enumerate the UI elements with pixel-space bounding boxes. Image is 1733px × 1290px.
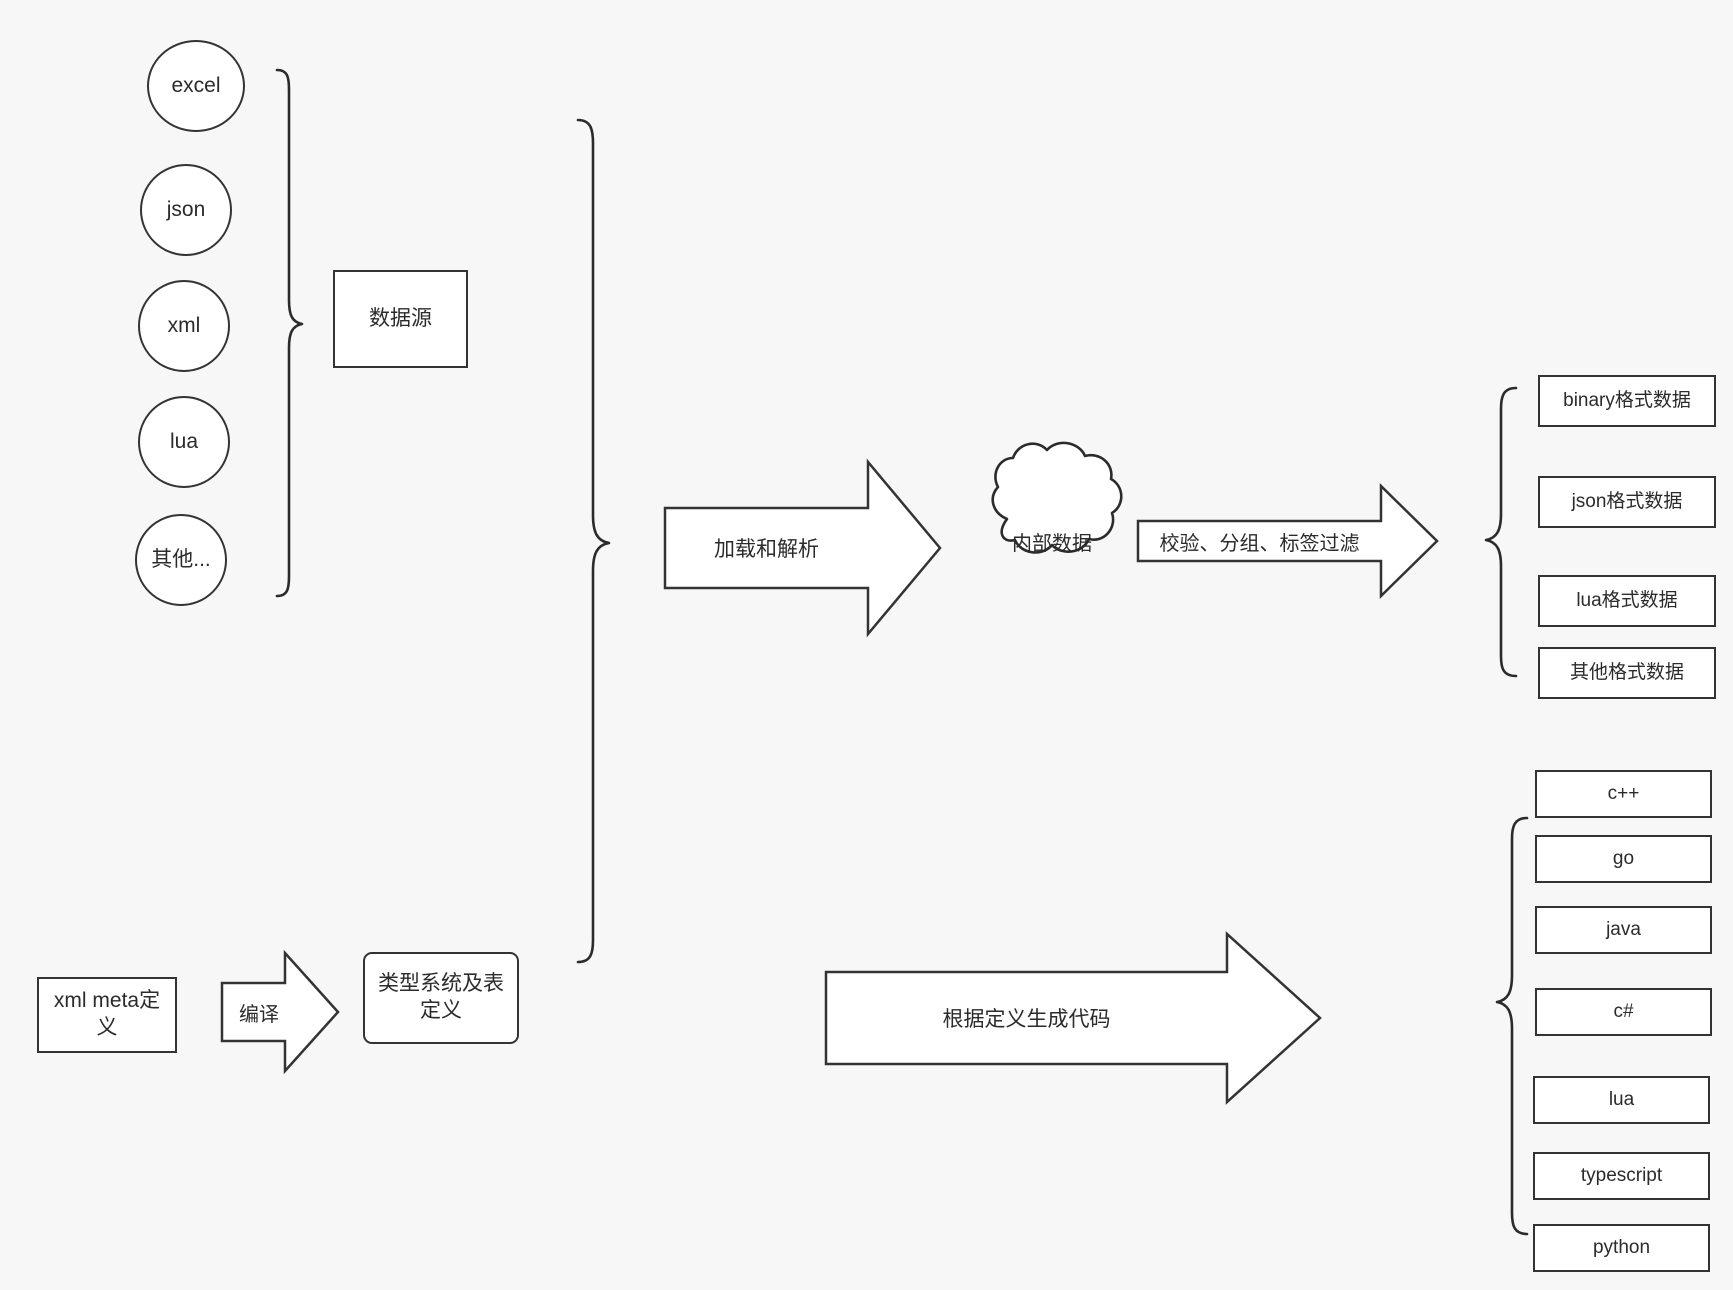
- source-node-lua[interactable]: lua: [138, 396, 230, 488]
- left-sources-brace: [275, 68, 304, 598]
- output-format-binary[interactable]: binary格式数据: [1538, 375, 1716, 427]
- data-source-box[interactable]: 数据源: [333, 270, 468, 368]
- type-system-label: 类型系统及表定义: [378, 972, 504, 1022]
- output-format-label: lua格式数据: [1576, 589, 1678, 611]
- type-system-box[interactable]: 类型系统及表定义: [363, 952, 519, 1044]
- language-brace: [1495, 816, 1529, 1236]
- output-language-label: c++: [1607, 782, 1640, 804]
- output-format-label: 其他格式数据: [1569, 661, 1684, 683]
- output-format-json[interactable]: json格式数据: [1538, 476, 1716, 528]
- output-language-label: go: [1612, 847, 1635, 869]
- output-language-label: java: [1606, 918, 1641, 940]
- output-language-lua[interactable]: lua: [1533, 1076, 1710, 1124]
- source-node-json[interactable]: json: [140, 164, 232, 256]
- filter-arrow-shape: [1136, 483, 1439, 599]
- output-language-label: typescript: [1580, 1164, 1663, 1186]
- data-source-label: 数据源: [369, 306, 432, 330]
- output-language-label: c#: [1613, 1000, 1634, 1022]
- source-label: json: [166, 197, 206, 221]
- load-parse-arrow-shape: [663, 458, 942, 638]
- source-node-xml[interactable]: xml: [138, 280, 230, 372]
- output-language-csharp[interactable]: c#: [1535, 988, 1712, 1036]
- codegen-arrow-shape: [824, 931, 1322, 1105]
- xml-meta-definition-label: xml meta定义: [53, 989, 161, 1039]
- output-language-typescript[interactable]: typescript: [1533, 1152, 1710, 1200]
- source-node-other[interactable]: 其他...: [135, 514, 227, 606]
- output-format-label: binary格式数据: [1563, 389, 1691, 411]
- output-language-python[interactable]: python: [1533, 1224, 1710, 1272]
- output-language-label: lua: [1608, 1088, 1635, 1110]
- source-label: excel: [171, 73, 221, 97]
- output-language-java[interactable]: java: [1535, 906, 1712, 954]
- compile-arrow-shape: [220, 949, 340, 1075]
- output-language-go[interactable]: go: [1535, 835, 1712, 883]
- data-format-brace: [1484, 386, 1518, 678]
- output-language-label: python: [1592, 1236, 1651, 1258]
- source-label: lua: [169, 429, 199, 453]
- source-label: xml: [167, 313, 201, 337]
- output-format-label: json格式数据: [1571, 490, 1683, 512]
- xml-meta-definition-box[interactable]: xml meta定义: [37, 977, 177, 1053]
- output-language-cpp[interactable]: c++: [1535, 770, 1712, 818]
- source-node-excel[interactable]: excel: [147, 40, 245, 132]
- source-label: 其他...: [151, 547, 211, 571]
- output-format-other[interactable]: 其他格式数据: [1538, 647, 1716, 699]
- center-pipeline-brace: [576, 118, 611, 964]
- internal-data-cloud-shape: [991, 441, 1123, 554]
- output-format-lua[interactable]: lua格式数据: [1538, 575, 1716, 627]
